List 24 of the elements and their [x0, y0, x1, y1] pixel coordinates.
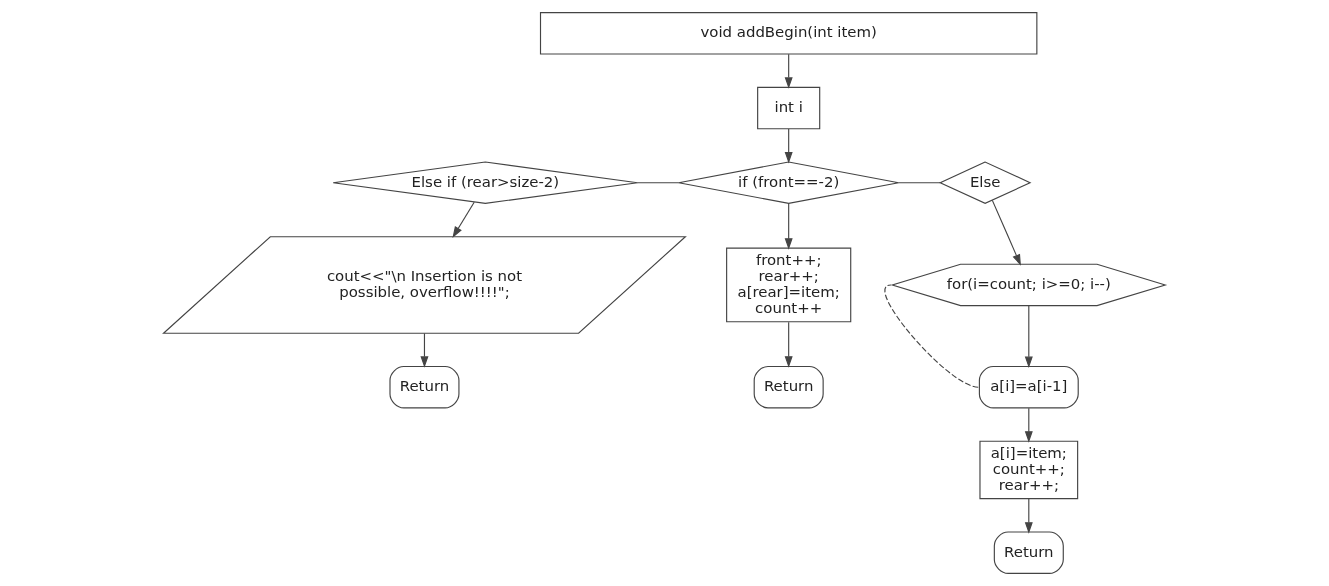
arrow	[1024, 407, 1033, 443]
arrow	[991, 199, 1021, 266]
arrow	[420, 332, 429, 368]
connector	[884, 284, 979, 388]
arrow	[784, 53, 793, 89]
arrow	[784, 321, 793, 368]
node-box: a[i]=item; count++; rear++;	[979, 440, 1079, 500]
node-box: Return	[753, 365, 824, 409]
node-box: a[i]=a[i-1]	[978, 365, 1079, 409]
connector	[636, 182, 680, 184]
arrow	[1024, 498, 1033, 534]
connector	[897, 182, 941, 184]
node-box: Return	[993, 531, 1064, 574]
arrow	[784, 203, 793, 250]
node-box: int i	[757, 86, 821, 130]
arrow	[1024, 305, 1033, 369]
node-box: Return	[389, 365, 460, 409]
node-box: void addBegin(int item)	[539, 12, 1038, 55]
node-diamond: Else	[938, 161, 1032, 204]
node-diamond: Else if (rear>size-2)	[332, 161, 639, 204]
node-diamond: if (front==-2)	[678, 161, 900, 204]
node-box: front++; rear++; a[rear]=item; count++	[726, 247, 852, 323]
arrow	[452, 201, 475, 238]
arrow	[784, 128, 793, 164]
